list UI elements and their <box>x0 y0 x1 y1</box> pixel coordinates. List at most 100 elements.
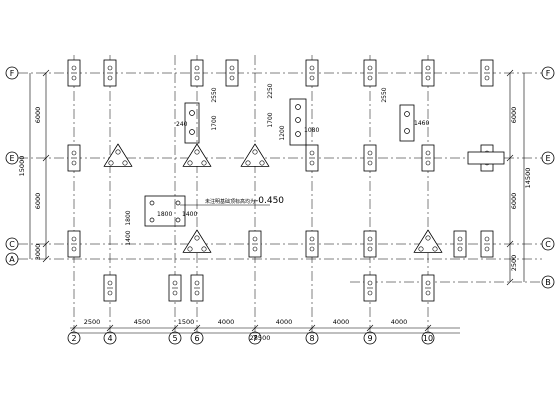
dim-tick <box>506 69 514 77</box>
pile-circle <box>71 150 77 156</box>
pile-circle <box>367 290 373 296</box>
left-dim-upper: 6000 <box>34 107 42 124</box>
bottom-dim-2: 4500 <box>134 318 151 326</box>
pile-circle <box>367 65 373 71</box>
pile-circle <box>71 75 77 81</box>
col-label-6: 6 <box>194 334 199 343</box>
dim-tick <box>506 154 514 162</box>
dim-tick <box>171 324 179 332</box>
left-dim-lower: 3000 <box>34 244 42 261</box>
pier-3-width: 1460 <box>414 120 429 127</box>
pile-circle <box>194 149 200 155</box>
right-dim-lower: 2500 <box>510 255 518 272</box>
pile-circle <box>194 75 200 81</box>
pile-circle <box>194 290 200 296</box>
pile-circle <box>229 75 235 81</box>
elevation-note: 未注明基础顶标高均为-0.450 <box>205 196 284 206</box>
grid-lines <box>18 55 542 332</box>
grade-pier-h2: 1800 <box>125 210 132 225</box>
pier-1-height: 1700 <box>211 115 218 130</box>
dim-tick <box>424 324 432 332</box>
pile-circle <box>187 160 193 166</box>
pile-circle <box>107 65 113 71</box>
pile-circle <box>425 290 431 296</box>
triangle-footing <box>182 229 212 253</box>
pile-circle <box>309 236 315 242</box>
col-label-4: 4 <box>107 334 112 343</box>
pile-circle <box>432 246 438 252</box>
pile-circle <box>484 246 490 252</box>
triangle-footing <box>182 143 212 167</box>
row-label-B-right: B <box>545 278 551 287</box>
pile-circle <box>309 150 315 156</box>
pier-3-top-dim: 2550 <box>381 87 388 102</box>
pile-circle <box>367 150 373 156</box>
dimension-lines <box>29 69 525 334</box>
row-label-C-right: C <box>545 240 551 249</box>
pile-circle <box>252 236 258 242</box>
pile-circle <box>71 246 77 252</box>
dim-tick <box>506 278 514 286</box>
col-label-2: 2 <box>71 334 76 343</box>
grade-pier-box <box>144 195 186 227</box>
bottom-dim-total-visible: 28500 <box>250 334 271 342</box>
pile-circle <box>71 236 77 242</box>
pile-circle <box>484 236 490 242</box>
pile-circle <box>107 290 113 296</box>
dim-tick <box>42 255 50 263</box>
pile-circle <box>418 246 424 252</box>
pile-circle <box>201 246 207 252</box>
grade-pier-width: 1800 <box>157 211 172 218</box>
bottom-dim-7: 4000 <box>391 318 408 326</box>
row-label-E-left: E <box>9 154 14 163</box>
row-label-F-left: F <box>10 69 15 78</box>
row-label-E-right: E <box>545 154 550 163</box>
row-label-A-left: A <box>9 255 15 264</box>
grade-pier-h1: 1400 <box>125 230 132 245</box>
pile-circle <box>187 246 193 252</box>
pile-circle <box>194 280 200 286</box>
pile-circle <box>107 280 113 286</box>
bottom-dim-6: 4000 <box>333 318 350 326</box>
pier-2-width: 1080 <box>304 127 319 134</box>
pile-circle <box>259 160 265 166</box>
triangle-footing <box>103 143 133 167</box>
pile-circle <box>367 160 373 166</box>
bottom-dim-5: 4000 <box>276 318 293 326</box>
pile-circle <box>245 160 251 166</box>
pile-circle <box>71 65 77 71</box>
pier-1-width: 240 <box>176 121 188 128</box>
pile-circle <box>115 149 121 155</box>
pile-circle <box>71 160 77 166</box>
right-dimensions: 6000 6000 2500 14500 <box>510 107 532 272</box>
pier-2-vertical: 1200 <box>279 125 286 140</box>
col-label-7: 7 <box>252 334 257 343</box>
dim-tick <box>506 240 514 248</box>
pier-1 <box>184 102 200 144</box>
dim-tick <box>42 240 50 248</box>
horizontal-footing <box>467 151 505 165</box>
pier-details: 2550 240 1700 2250 1700 1200 1080 2550 1… <box>125 83 429 245</box>
col-label-10: 10 <box>423 334 433 343</box>
pile-circle <box>107 75 113 81</box>
pile-circle <box>309 160 315 166</box>
pier-1-top-dim: 2550 <box>211 87 218 102</box>
pile-circle <box>194 65 200 71</box>
pile-circle <box>425 150 431 156</box>
left-dimensions: 6000 6000 3000 15000 <box>18 107 42 261</box>
pier-2-top-dim: 2250 <box>267 83 274 98</box>
left-dim-middle: 6000 <box>34 193 42 210</box>
dim-tick <box>251 324 259 332</box>
pile-circle <box>425 65 431 71</box>
pile-circle <box>484 75 490 81</box>
column-footings <box>67 59 505 302</box>
grade-pier-width-2: 1400 <box>182 211 197 218</box>
pile-circle <box>367 236 373 242</box>
pile-circle <box>425 235 431 241</box>
row-label-F-right: F <box>546 69 551 78</box>
dim-tick <box>42 69 50 77</box>
pile-circle <box>229 65 235 71</box>
pile-circle <box>457 246 463 252</box>
pile-circle <box>252 149 258 155</box>
